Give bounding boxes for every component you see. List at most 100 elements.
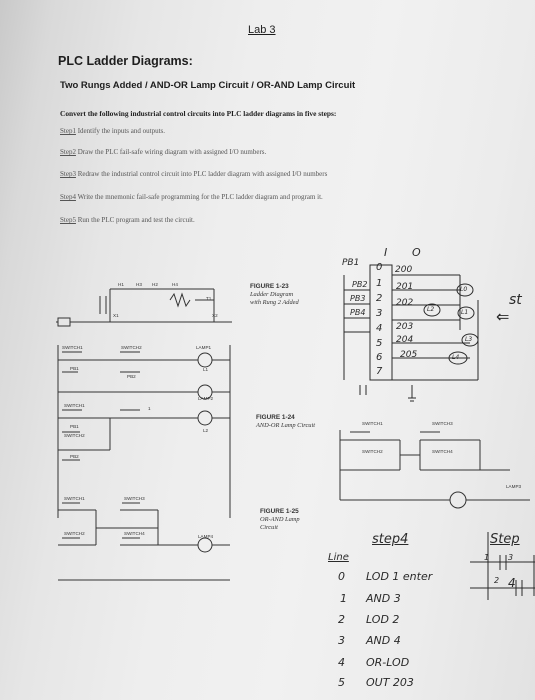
step-item: Step2 Draw the PLC fail-safe wiring diag… (60, 148, 266, 156)
ladder-number: 3 (508, 553, 514, 562)
figure-1-23-diagram (56, 288, 232, 327)
label-switch2: SWITCH2 (64, 531, 85, 536)
side-arrow: ⇐ (496, 307, 510, 326)
step-item: Step3 Redraw the industrial control circ… (60, 170, 327, 178)
program-line-number: 3 (338, 634, 345, 647)
label-h2: H2 (152, 282, 158, 287)
label-lamp4: LAMP4 (198, 534, 214, 539)
io-input-number: 0 (376, 262, 383, 273)
io-output-address: 200 (395, 265, 413, 275)
io-output-address: 202 (396, 298, 414, 308)
label-h3: H3 (136, 282, 142, 287)
label-switch1: SWITCH1 (64, 403, 85, 408)
figure-number: FIGURE 1-24 (256, 414, 295, 421)
program-code: AND 4 (366, 634, 401, 647)
line-heading: Line (328, 552, 349, 563)
step-number: Step5 (60, 216, 76, 224)
io-header-output: O (412, 246, 421, 259)
figure-description: Ladder Diagram with Rung 2 Added (250, 291, 299, 306)
lamp-label: L1 (461, 309, 469, 316)
pb-label: PB1 (342, 258, 360, 268)
label-switch3: SWITCH3 (432, 421, 453, 426)
label-rung-number: 1 (148, 406, 151, 411)
ladder-number: 2 (494, 576, 500, 585)
label-switch1: SWITCH1 (62, 345, 83, 350)
label-h4: H4 (172, 282, 178, 287)
figure-1-25-diagram (58, 502, 230, 581)
label-switch1: SWITCH1 (362, 421, 383, 426)
label-x1: X1 (113, 313, 119, 318)
page-subtitle: Two Rungs Added / AND-OR Lamp Circuit / … (60, 80, 356, 91)
side-note: st (509, 292, 522, 308)
io-input-number: 3 (376, 308, 383, 319)
figure-number: FIGURE 1-23 (250, 283, 289, 290)
step-number: Step2 (60, 148, 76, 156)
step-text: Redraw the industrial control circuit in… (75, 170, 328, 178)
step-number: Step3 (60, 170, 76, 178)
instruction-text: Convert the following industrial control… (60, 109, 337, 118)
pb-label: PB2 (352, 280, 368, 289)
program-code: LOD 1 enter (366, 570, 433, 583)
label-t1: T1 (206, 296, 212, 301)
label-switch2: SWITCH2 (121, 345, 142, 350)
program-code: OUT 203 (366, 676, 414, 689)
io-input-number: 4 (376, 323, 383, 334)
io-output-address: 204 (396, 335, 414, 345)
label-switch3: SWITCH3 (124, 496, 145, 501)
right-switch-diagram (339, 430, 530, 509)
lamp-label: L4 (452, 354, 460, 361)
lamp-label: L0 (460, 286, 468, 293)
program-code: AND 3 (366, 592, 401, 605)
pb-label: PB3 (350, 294, 366, 303)
step-text: Run the PLC program and test the circuit… (75, 216, 195, 224)
io-input-number: 5 (376, 338, 383, 349)
figure-caption: FIGURE 1-23 Ladder Diagram with Rung 2 A… (250, 283, 305, 307)
figure-description: AND-OR Lamp Circuit (256, 422, 316, 429)
label-l1: L1 (203, 367, 209, 372)
io-header-input: I (384, 246, 388, 259)
figure-number: FIGURE 1-25 (260, 508, 299, 515)
figure-1-24-diagram (57, 345, 231, 518)
program-line-number: 1 (340, 592, 347, 605)
pb-label: PB4 (350, 308, 366, 317)
step-item: Step1 Identify the inputs and outputs. (60, 127, 165, 135)
label-h1: H1 (118, 282, 124, 287)
step-number: Step1 (60, 127, 76, 135)
step-item: Step5 Run the PLC program and test the c… (60, 216, 195, 224)
step-heading-right: Step (490, 532, 520, 547)
label-switch2: SWITCH2 (64, 433, 85, 438)
program-line-number: 0 (338, 570, 345, 583)
label-switch2: SWITCH2 (362, 449, 383, 454)
step-text: Draw the PLC fail-safe wiring diagram wi… (75, 148, 267, 156)
label-switch4: SWITCH4 (432, 449, 453, 454)
lamp-label: L2 (427, 306, 435, 313)
page-title: PLC Ladder Diagrams: (58, 54, 193, 68)
program-code: LOD 2 (366, 613, 400, 626)
label-switch4: SWITCH4 (124, 531, 145, 536)
program-line-number: 5 (338, 676, 345, 689)
label-l2: L2 (203, 428, 209, 433)
figure-caption: FIGURE 1-25 OR-AND Lamp Circuit (260, 508, 318, 532)
label-pb2: PB2 (70, 454, 79, 459)
step-number: Step4 (60, 193, 76, 201)
step4-heading: step4 (372, 532, 409, 547)
label-lamp2: LAMP2 (198, 396, 214, 401)
io-input-number: 7 (376, 366, 383, 377)
lab-title: Lab 3 (248, 24, 276, 36)
figure-description: OR-AND Lamp Circuit (260, 516, 300, 531)
label-pb2: PB2 (127, 374, 136, 379)
figure-caption: FIGURE 1-24 AND-OR Lamp Circuit (256, 414, 316, 430)
io-output-address: 205 (400, 350, 418, 360)
program-line-number: 4 (338, 656, 345, 669)
label-lamp1: LAMP1 (196, 345, 212, 350)
step-text: Identify the inputs and outputs. (75, 127, 165, 135)
label-pb1: PB1 (70, 366, 79, 371)
label-pb1: PB1 (70, 424, 79, 429)
step-item: Step4 Write the mnemonic fail-safe progr… (60, 193, 323, 201)
program-line-number: 2 (338, 613, 345, 626)
io-input-number: 1 (376, 278, 383, 289)
io-input-number: 2 (376, 293, 383, 304)
io-output-address: 201 (396, 282, 414, 292)
